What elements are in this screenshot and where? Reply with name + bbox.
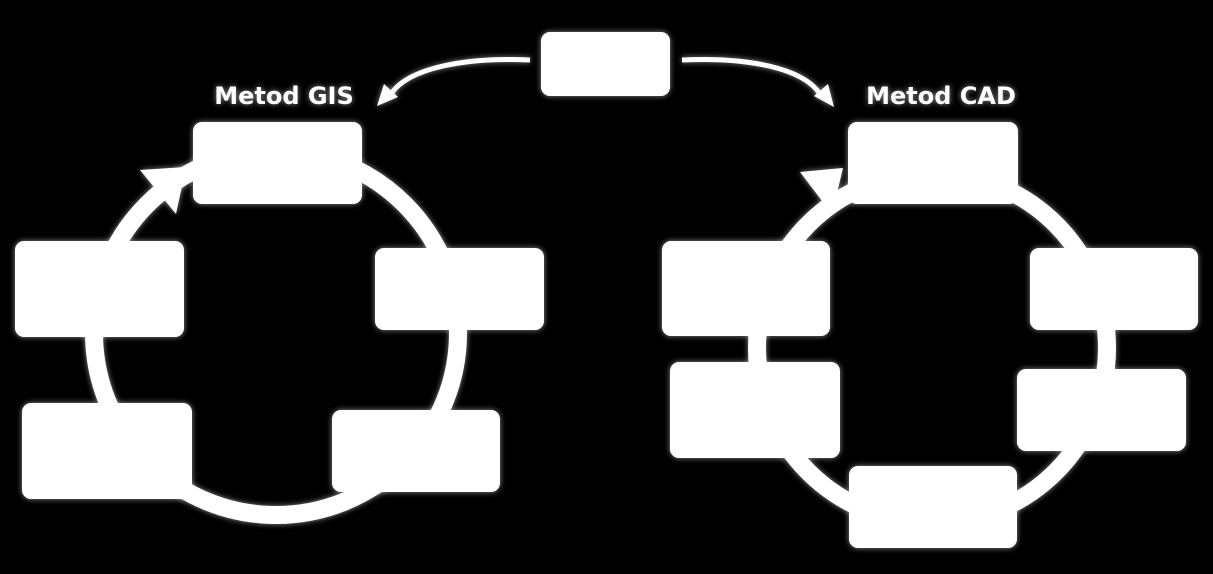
cad-method-label: Metod CAD: [866, 82, 1016, 110]
cad-step-box-right-upper: [1030, 248, 1198, 330]
gis-step-box-top: [193, 122, 362, 204]
gis-cycle: [15, 122, 544, 524]
cad-step-box-right-lower: [1017, 369, 1186, 451]
arrow-to-cad-head: [814, 84, 834, 107]
arrow-to-gis-head: [377, 84, 398, 106]
cad-step-box-left-upper: [662, 241, 830, 336]
gis-method-label: Metod GIS: [214, 82, 354, 110]
arrow-to-cad: [681, 57, 823, 96]
gis-step-box-left: [15, 241, 184, 337]
arrow-to-gis: [388, 57, 531, 96]
gis-step-box-bottom-left: [22, 403, 192, 499]
cad-step-box-left-lower: [670, 362, 840, 458]
gis-cycle-arrowhead: [140, 167, 186, 214]
gis-step-box-right: [375, 248, 544, 330]
cad-step-box-top: [848, 122, 1018, 204]
cad-cycle: [662, 122, 1198, 548]
cad-step-box-bottom: [849, 466, 1017, 548]
source-branch: [377, 32, 834, 107]
gis-step-box-bottom-right: [332, 410, 500, 492]
source-box: [541, 32, 670, 96]
cad-cycle-arrowhead: [800, 168, 843, 214]
